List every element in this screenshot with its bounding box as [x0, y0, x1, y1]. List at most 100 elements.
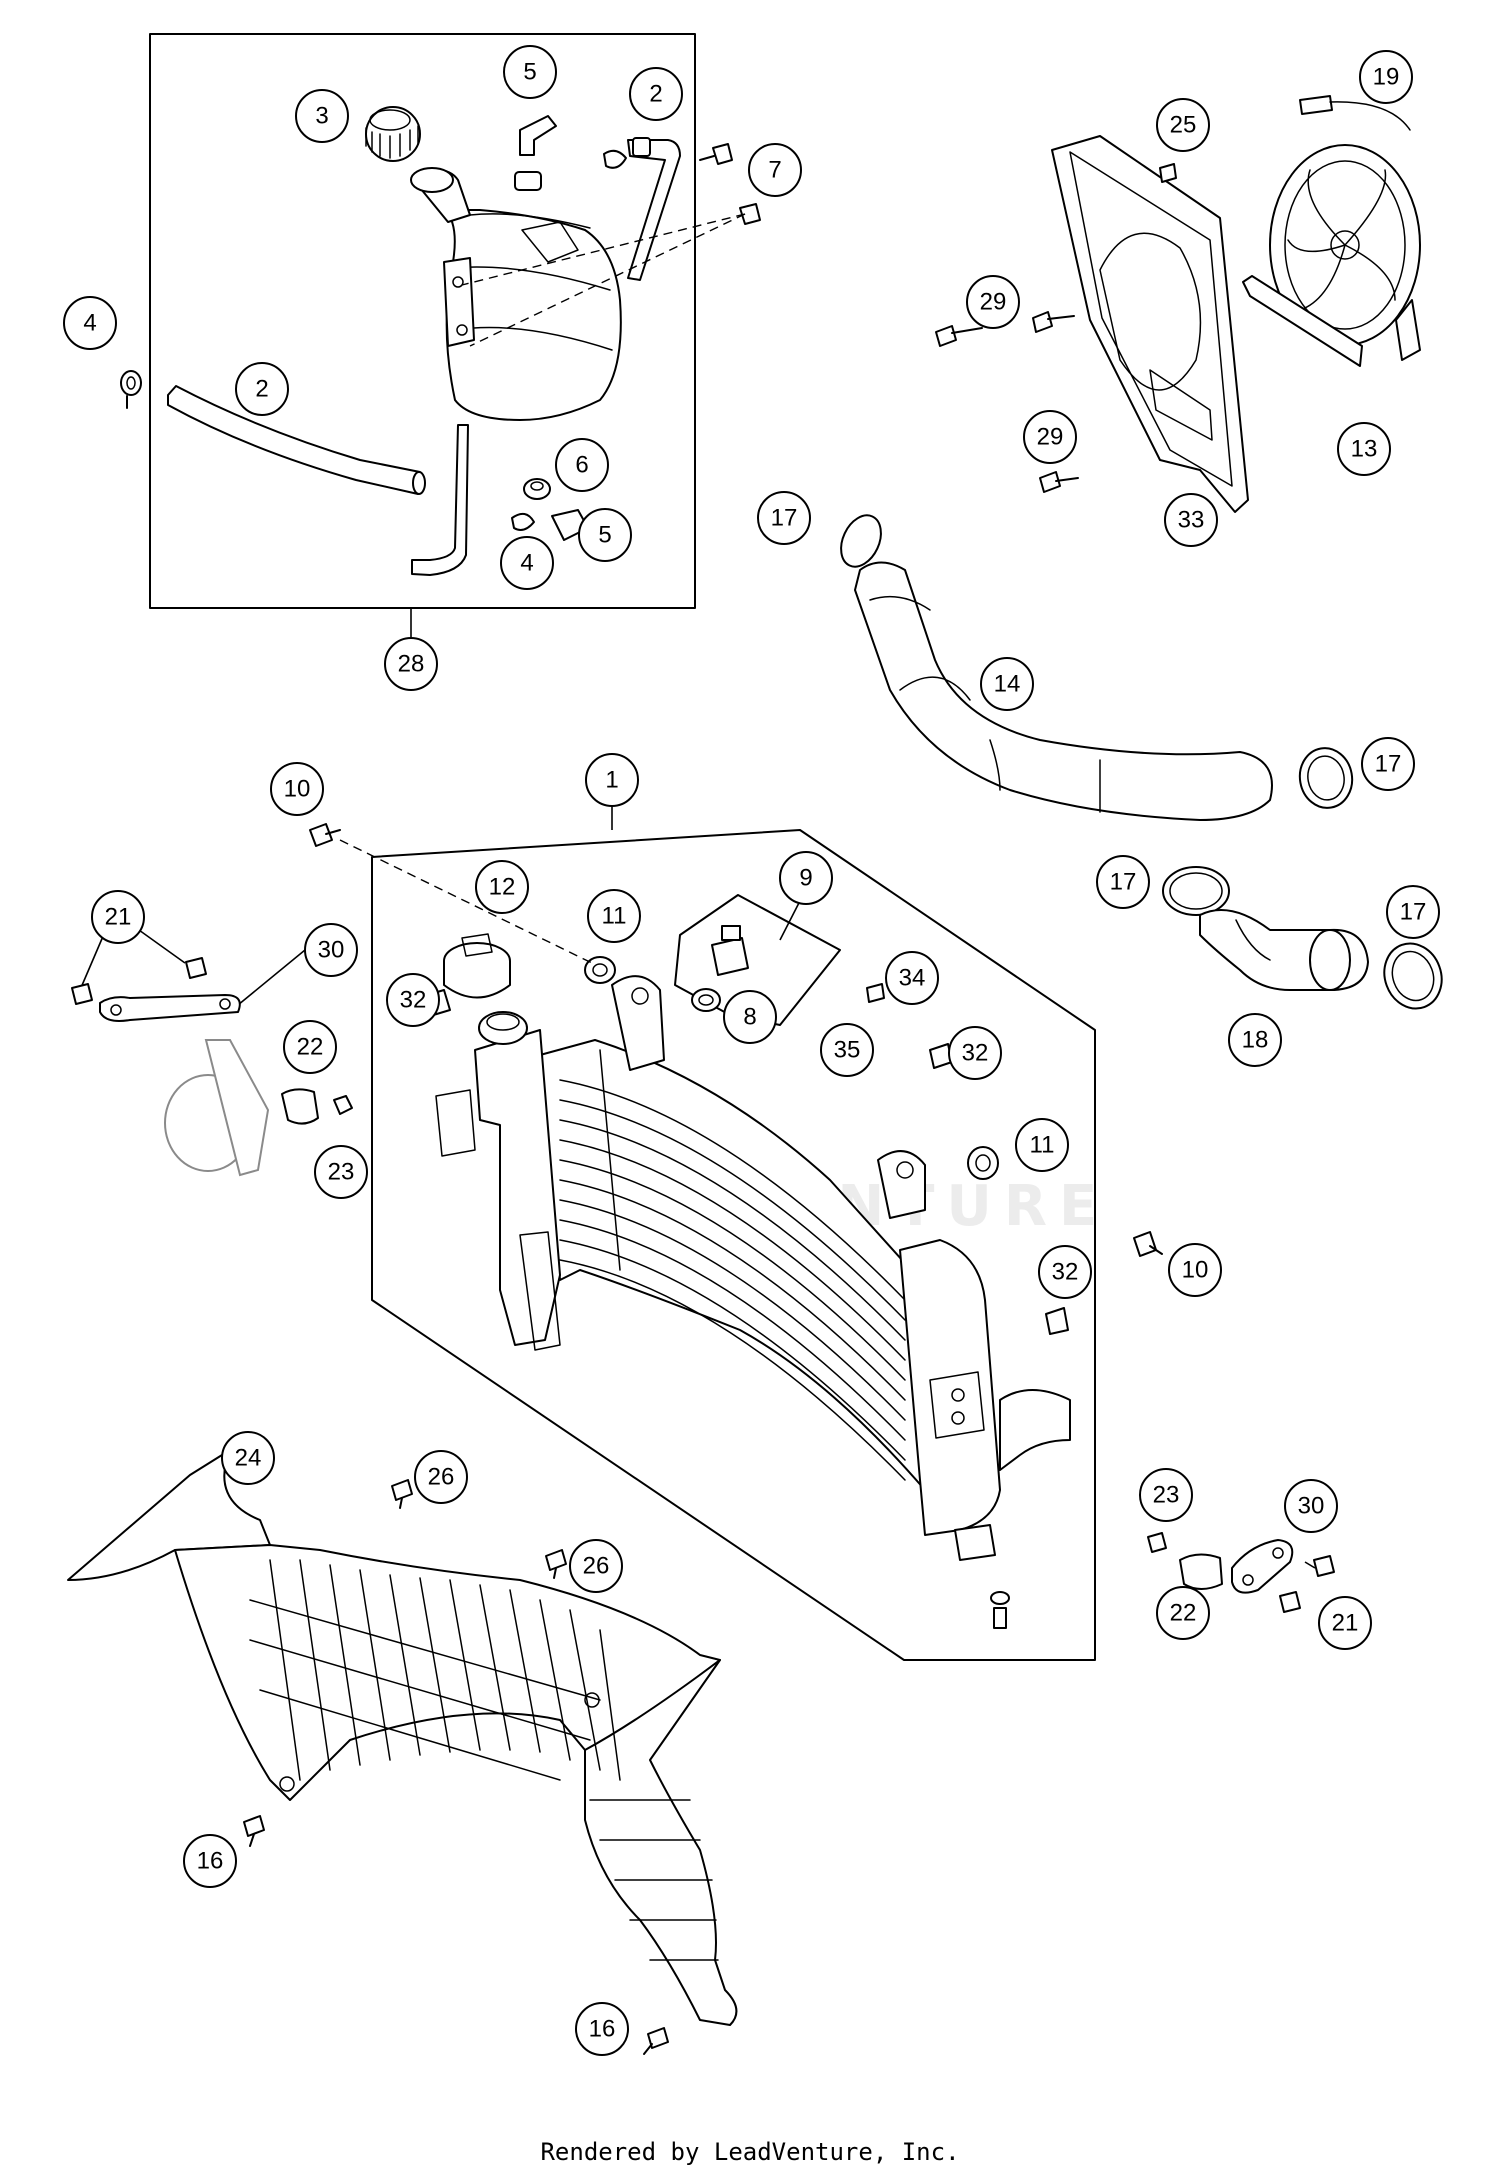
callout-8[interactable]: 8 — [723, 990, 777, 1044]
nut-23a-part[interactable] — [333, 1095, 353, 1115]
callout-23[interactable]: 23 — [314, 1145, 368, 1199]
callout-28[interactable]: 28 — [384, 637, 438, 691]
guard-screw-16b-part[interactable] — [643, 2027, 669, 2055]
callout-17[interactable]: 17 — [757, 491, 811, 545]
clamp-17-lower-right-part[interactable] — [1375, 935, 1450, 1016]
upper-radiator-hose-part[interactable] — [854, 561, 1273, 821]
bracket-30-left-part[interactable] — [99, 994, 241, 1022]
callout-21[interactable]: 21 — [91, 890, 145, 944]
callout-2[interactable]: 2 — [235, 362, 289, 416]
grommet-part[interactable] — [523, 478, 551, 500]
callout-number: 9 — [799, 865, 812, 892]
callout-11[interactable]: 11 — [587, 889, 641, 943]
elbow-fitting-top-part[interactable] — [514, 115, 557, 191]
spring-clip-32c-part[interactable] — [1045, 1307, 1069, 1335]
callout-29[interactable]: 29 — [1023, 410, 1077, 464]
callout-17[interactable]: 17 — [1096, 855, 1150, 909]
fan-shroud-part[interactable] — [1051, 135, 1249, 513]
radiator-bolt-10-right-part[interactable] — [1133, 1231, 1163, 1257]
callout-13[interactable]: 13 — [1337, 422, 1391, 476]
bracket-30-right-part[interactable] — [1231, 1539, 1294, 1594]
clamp-17-upper-right-part[interactable] — [1295, 744, 1357, 812]
callout-12[interactable]: 12 — [475, 860, 529, 914]
guard-screw-26b-part[interactable] — [545, 1549, 567, 1579]
callout-10[interactable]: 10 — [1168, 1243, 1222, 1297]
grommet-11-upper-part[interactable] — [584, 956, 616, 984]
radiator-left-tank-part[interactable] — [435, 1011, 561, 1351]
callout-32[interactable]: 32 — [1038, 1245, 1092, 1299]
bracket-bolt-21a-part[interactable] — [71, 983, 93, 1005]
callout-2[interactable]: 2 — [629, 67, 683, 121]
callout-32[interactable]: 32 — [948, 1026, 1002, 1080]
hose-clamp-left-part[interactable] — [120, 370, 142, 409]
grommet-11-right-part[interactable] — [967, 1146, 999, 1180]
lower-radiator-hose-part[interactable] — [1199, 909, 1369, 991]
callout-10[interactable]: 10 — [270, 762, 324, 816]
elbow-fitting-lower-part[interactable] — [511, 509, 589, 541]
fan-part[interactable] — [1269, 95, 1421, 361]
callout-23[interactable]: 23 — [1139, 1468, 1193, 1522]
bracket-bolt-21d-part[interactable] — [1279, 1591, 1301, 1613]
guard-screw-16a-part[interactable] — [243, 1815, 265, 1847]
callout-21[interactable]: 21 — [1318, 1596, 1372, 1650]
callout-24[interactable]: 24 — [221, 1431, 275, 1485]
callout-6[interactable]: 6 — [555, 438, 609, 492]
expansion-tank-part[interactable] — [410, 167, 622, 421]
callout-32[interactable]: 32 — [386, 973, 440, 1027]
callout-34[interactable]: 34 — [885, 951, 939, 1005]
callout-16[interactable]: 16 — [183, 1834, 237, 1888]
callout-26[interactable]: 26 — [414, 1450, 468, 1504]
shroud-screws-part[interactable] — [935, 163, 1177, 493]
callout-number: 17 — [1400, 899, 1427, 926]
callout-30[interactable]: 30 — [304, 923, 358, 977]
callout-30[interactable]: 30 — [1284, 1479, 1338, 1533]
bracket-bolt-21b-part[interactable] — [185, 957, 207, 979]
radiator-guard-part[interactable] — [67, 1449, 738, 2026]
drain-hose-part[interactable] — [411, 424, 469, 576]
tank-screw-part[interactable] — [461, 143, 761, 347]
callout-17[interactable]: 17 — [1386, 885, 1440, 939]
clamp-17-upper-part[interactable] — [833, 509, 888, 573]
callout-33[interactable]: 33 — [1164, 493, 1218, 547]
clamp-17-lower-left-part[interactable] — [1162, 866, 1230, 916]
fan-bracket-part[interactable] — [1242, 275, 1363, 367]
callout-5[interactable]: 5 — [578, 508, 632, 562]
callout-16[interactable]: 16 — [575, 2002, 629, 2056]
callout-35[interactable]: 35 — [820, 1023, 874, 1077]
callout-9[interactable]: 9 — [779, 851, 833, 905]
vent-screw-part[interactable] — [866, 983, 885, 1003]
radiator-right-tank-part[interactable] — [899, 1239, 1071, 1561]
callout-14[interactable]: 14 — [980, 657, 1034, 711]
callout-5[interactable]: 5 — [503, 45, 557, 99]
callout-18[interactable]: 18 — [1228, 1013, 1282, 1067]
callout-3[interactable]: 3 — [295, 89, 349, 143]
nut-23b-part[interactable] — [1147, 1532, 1167, 1553]
radiator-cap-part[interactable] — [443, 933, 511, 999]
rubber-damper-22a-part[interactable] — [281, 1088, 319, 1125]
callout-1[interactable]: 1 — [585, 753, 639, 807]
radiator-mount-tab-upper-part[interactable] — [611, 975, 926, 1219]
callout-7[interactable]: 7 — [748, 143, 802, 197]
guard-screw-26a-part[interactable] — [391, 1479, 413, 1509]
callout-4[interactable]: 4 — [500, 536, 554, 590]
radiator-core-part[interactable] — [539, 1039, 926, 1491]
callout-22[interactable]: 22 — [1156, 1586, 1210, 1640]
horn-part[interactable] — [164, 1039, 270, 1177]
callout-4[interactable]: 4 — [63, 296, 117, 350]
callout-25[interactable]: 25 — [1156, 98, 1210, 152]
overflow-hose-lower-part[interactable] — [167, 385, 426, 495]
callout-22[interactable]: 22 — [283, 1020, 337, 1074]
callout-19[interactable]: 19 — [1359, 50, 1413, 104]
callout-26[interactable]: 26 — [569, 1539, 623, 1593]
temperature-sensor-part[interactable] — [711, 925, 749, 976]
radiator-bolt-10-left-part[interactable] — [309, 823, 597, 966]
drain-plug-part[interactable] — [990, 1591, 1010, 1629]
callout-11[interactable]: 11 — [1015, 1118, 1069, 1172]
sensor-washer-part[interactable] — [691, 988, 721, 1012]
bracket-bolt-21c-part[interactable] — [1313, 1555, 1335, 1577]
overflow-hose-upper-part[interactable] — [603, 137, 681, 281]
tank-cap-part[interactable] — [365, 106, 421, 162]
callout-29[interactable]: 29 — [966, 275, 1020, 329]
callout-17[interactable]: 17 — [1361, 737, 1415, 791]
rubber-damper-22b-part[interactable] — [1179, 1553, 1223, 1590]
